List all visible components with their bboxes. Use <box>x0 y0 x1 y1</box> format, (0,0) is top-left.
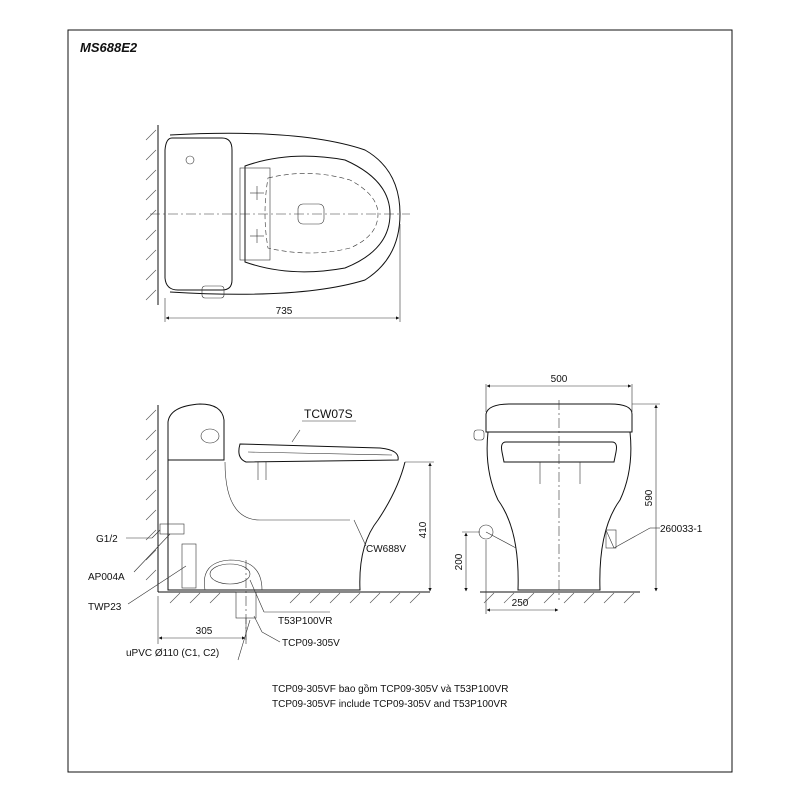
front-supply-height-dim: 200 <box>454 553 465 570</box>
side-trap <box>203 559 263 591</box>
valve-label: AP004A <box>88 572 125 583</box>
flush-button-icon <box>185 155 195 165</box>
side-view: 410 305 TCW07S G1/2 AP004A TWP23 T53P100… <box>88 403 434 661</box>
front-seat <box>501 441 617 463</box>
front-tank <box>485 403 633 433</box>
side-body <box>167 460 406 591</box>
top-view: 735 <box>145 125 410 322</box>
top-crosshair-2 <box>250 229 264 243</box>
side-tank-button <box>200 428 220 444</box>
front-height-dim: 590 <box>644 489 655 506</box>
top-wall-hatch <box>145 129 157 301</box>
side-rough-in-dim: 305 <box>196 626 213 637</box>
front-supply-valve-right <box>605 529 617 549</box>
top-crosshair-1 <box>250 186 264 200</box>
top-bowl-outline <box>169 132 401 295</box>
outlet-label: TCP09-305V <box>282 638 340 649</box>
top-supply-valve <box>201 285 225 299</box>
front-width-dim: 500 <box>551 374 568 385</box>
front-offset-dim: 250 <box>512 598 529 609</box>
flange-label: T53P100VR <box>278 616 332 627</box>
top-width-dim: 735 <box>276 306 293 317</box>
model-code: MS688E2 <box>80 40 138 55</box>
front-view: 500 590 200 250 260033-1 <box>454 374 703 614</box>
side-height-dim: 410 <box>418 521 429 538</box>
side-floor-hatch <box>169 592 421 604</box>
supply-valve <box>159 523 185 535</box>
body-label: CW688V <box>366 544 406 555</box>
supply-label: G1/2 <box>96 534 118 545</box>
side-tank <box>167 403 225 461</box>
top-tank <box>164 137 233 291</box>
side-seat <box>238 443 399 463</box>
top-seat-inner <box>264 173 379 254</box>
front-floor-hatch <box>483 592 635 604</box>
note-en: TCP09-305VF include TCP09-305V and T53P1… <box>272 699 507 710</box>
drawing-frame <box>67 29 733 773</box>
seat-label: TCW07S <box>304 407 353 421</box>
note-vi: TCP09-305VF bao gồm TCP09-305V và T53P10… <box>272 683 508 695</box>
front-part-label: 260033-1 <box>660 524 703 535</box>
hose-label: TWP23 <box>88 602 122 613</box>
side-wall-hatch <box>145 409 157 581</box>
pipe-label: uPVC Ø110 (C1, C2) <box>126 648 219 659</box>
